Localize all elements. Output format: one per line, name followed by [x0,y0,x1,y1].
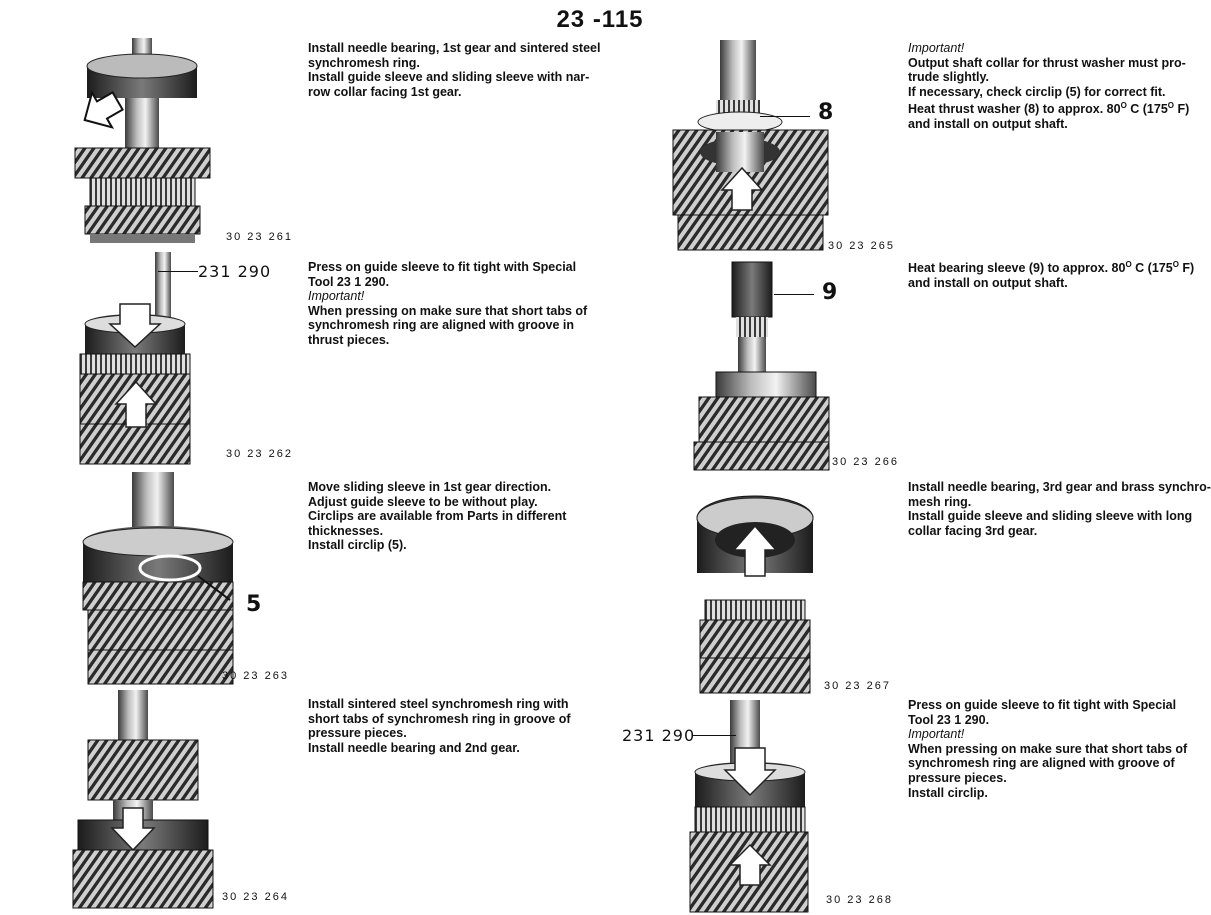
text-line: Circlips are available from Parts in dif… [308,509,567,524]
important-note: Important! [908,41,965,55]
figure-number-7: 30 23 267 [824,680,891,692]
text-line: When pressing on make sure that short ta… [308,303,588,318]
text-line: and install on output shaft. [908,117,1068,132]
step-8-instructions: Press on guide sleeve to fit tight with … [908,698,1187,800]
text-line: Output shaft collar for thrust washer mu… [908,55,1186,70]
figure-photo-2 [79,252,210,465]
figure-number-6: 30 23 266 [832,456,899,468]
text-line: Install sintered steel synchromesh ring … [308,697,569,711]
text-line: Tool 23 1 290. [908,712,990,727]
text-line: Install circlip (5). [308,538,407,553]
figure-photo-7 [690,488,820,694]
text-line: trude slightly. [908,70,990,85]
figure-photo-3 [80,472,240,685]
text-line: Heat bearing sleeve (9) to approx. 80O C… [908,260,1195,276]
figure-photo-5 [668,40,833,251]
figure-number-3: 30 23 263 [222,670,289,682]
text-line: Heat thrust washer (8) to approx. 80O C … [908,101,1190,117]
step-4-instructions: Install sintered steel synchromesh ring … [308,697,571,755]
figure-number-8: 30 23 268 [826,894,893,906]
text-line: mesh ring. [908,494,972,509]
step-2-instructions: Press on guide sleeve to fit tight with … [308,260,587,348]
callout-8: 8 [818,100,834,125]
text-line: If necessary, check circlip (5) for corr… [908,84,1166,99]
text-line: and install on output shaft. [908,275,1068,290]
text-line: thicknesses. [308,523,384,538]
figure-photo-6 [693,261,834,471]
text-line: Install needle bearing, 1st gear and sin… [308,41,601,55]
important-note: Important! [908,727,965,742]
text-line: Press on guide sleeve to fit tight with … [308,260,577,274]
figure-number-5: 30 23 265 [828,240,895,252]
text-line: short tabs of synchromesh ring in groove… [308,711,571,726]
text-line: pressure pieces. [308,726,407,741]
callout-5: 5 [246,592,262,617]
text-line: Install circlip. [908,785,988,800]
text-line: pressure pieces. [908,770,1007,785]
callout-9: 9 [822,280,838,305]
page-number: 23 -115 [556,6,644,33]
text-line: When pressing on make sure that short ta… [908,741,1188,756]
text-line: synchromesh ring are aligned with groove… [908,756,1175,771]
figure-number-1: 30 23 261 [226,231,293,243]
text-line: Adjust guide sleeve to be without play. [308,494,538,509]
step-1-instructions: Install needle bearing, 1st gear and sin… [308,41,600,99]
tool-label-231290: 231 290 [198,262,272,281]
callout-9-leader [774,294,814,295]
step-5-instructions: Important! Output shaft collar for thrus… [908,41,1189,132]
text-line: collar facing 3rd gear. [908,523,1038,538]
tool-leader-line [692,735,736,736]
step-3-instructions: Move sliding sleeve in 1st gear directio… [308,480,566,553]
tool-leader-line [158,271,198,272]
step-7-instructions: Install needle bearing, 3rd gear and bra… [908,480,1211,538]
step-6-instructions: Heat bearing sleeve (9) to approx. 80O C… [908,258,1194,290]
tool-label-231290: 231 290 [622,726,696,745]
text-line: thrust pieces. [308,332,390,347]
text-line: Install needle bearing, 3rd gear and bra… [908,480,1211,494]
text-line: Move sliding sleeve in 1st gear directio… [308,480,552,494]
figure-number-2: 30 23 262 [226,448,293,460]
important-note: Important! [308,289,365,304]
text-line: Install guide sleeve and sliding sleeve … [908,509,1193,524]
text-line: synchromesh ring. [308,55,420,70]
text-line: Install guide sleeve and sliding sleeve … [308,70,590,85]
figure-photo-1 [70,38,230,243]
text-line: Press on guide sleeve to fit tight with … [908,698,1177,712]
text-line: row collar facing 1st gear. [308,84,462,99]
text-line: Install needle bearing and 2nd gear. [308,740,520,755]
figure-photo-8 [689,700,815,913]
text-line: synchromesh ring are aligned with groove… [308,318,575,333]
callout-8-leader [760,116,810,117]
figure-number-4: 30 23 264 [222,891,289,903]
figure-photo-4 [68,690,218,909]
text-line: Tool 23 1 290. [308,274,390,289]
